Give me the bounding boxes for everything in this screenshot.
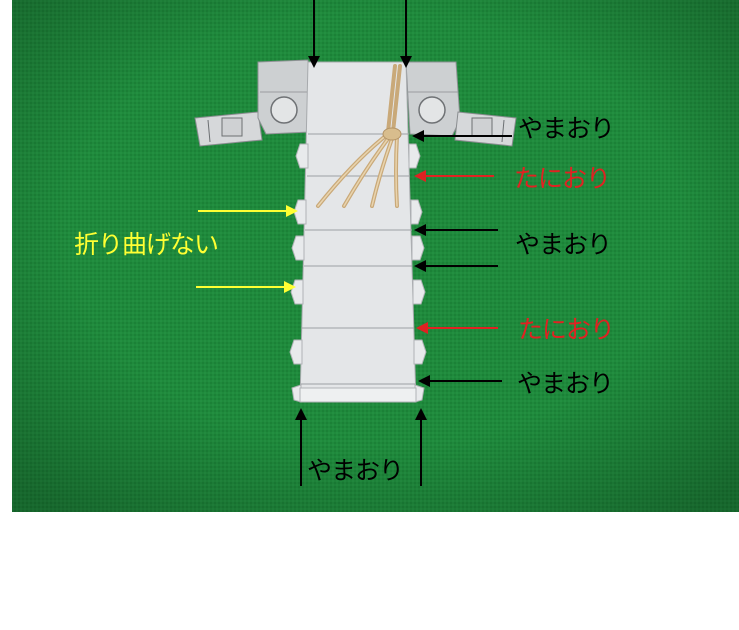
papercraft-photo bbox=[12, 0, 739, 512]
paper-model bbox=[194, 59, 517, 403]
mountain-fold-label-2: やまおり bbox=[515, 230, 612, 259]
valley-fold-label-1: たにおり bbox=[514, 164, 611, 193]
mountain-fold-label-bottom: やまおり bbox=[307, 456, 404, 485]
mountain-fold-label-3: やまおり bbox=[517, 369, 614, 398]
mountain-fold-label-1: やまおり bbox=[518, 114, 615, 143]
valley-fold-label-2: たにおり bbox=[518, 315, 615, 344]
annotation-arrows bbox=[196, 0, 512, 486]
no-fold-label: 折り曲げない bbox=[74, 230, 219, 259]
